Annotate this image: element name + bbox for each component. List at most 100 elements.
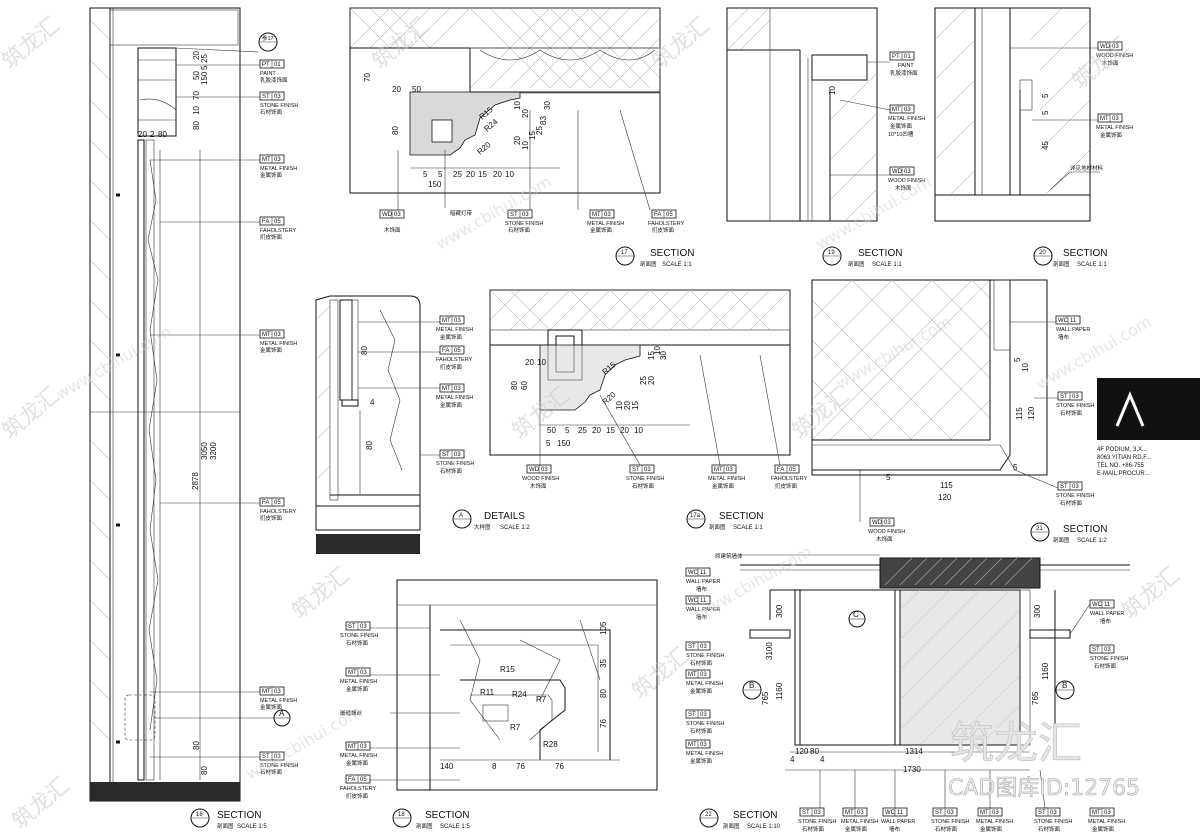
svg-text:MT: MT xyxy=(262,689,271,695)
svg-text:筑龙汇: 筑龙汇 xyxy=(288,563,355,625)
svg-text:35: 35 xyxy=(599,659,608,668)
svg-text:15: 15 xyxy=(528,131,537,140)
svg-text:25: 25 xyxy=(639,376,648,385)
svg-text:A: A xyxy=(459,513,463,519)
svg-text:1160: 1160 xyxy=(775,682,784,700)
detail-22-dimensions: C B B 300 300 3100 1160 1160 765 765 120… xyxy=(749,604,1067,774)
svg-text:03: 03 xyxy=(1072,484,1079,490)
svg-text:5: 5 xyxy=(1013,463,1018,472)
svg-text:03: 03 xyxy=(947,810,954,816)
svg-text:8063 YITIAN RD,F...: 8063 YITIAN RD,F... xyxy=(1097,455,1152,461)
detail-title-18: 18 SECTION 剖面图 SCALE 1:5 xyxy=(392,808,470,830)
svg-text:03: 03 xyxy=(814,810,821,816)
callout-b-left: B xyxy=(749,681,754,690)
svg-text:03: 03 xyxy=(1112,116,1119,122)
svg-text:03: 03 xyxy=(274,157,281,163)
svg-text:ST: ST xyxy=(935,810,943,816)
svg-text:120: 120 xyxy=(938,493,952,502)
svg-text:METAL FINISH: METAL FINISH xyxy=(888,116,925,122)
dim-d16-2: 25 xyxy=(200,54,209,63)
svg-text:5: 5 xyxy=(546,439,551,448)
svg-text:金属饰面: 金属饰面 xyxy=(845,825,868,833)
svg-text:STONE FINISH: STONE FINISH xyxy=(626,476,664,482)
svg-text:金属饰面: 金属饰面 xyxy=(590,226,613,234)
svg-text:大样图: 大样图 xyxy=(474,523,491,531)
svg-text:21: 21 xyxy=(1036,526,1043,532)
svg-text:金属饰面: 金属饰面 xyxy=(690,757,713,765)
svg-text:FAHOLSTERY: FAHOLSTERY xyxy=(648,221,685,227)
svg-text:05: 05 xyxy=(274,500,281,506)
svg-text:WC: WC xyxy=(885,810,896,816)
svg-text:03: 03 xyxy=(522,212,529,218)
svg-text:石材饰面: 石材饰面 xyxy=(260,768,283,776)
svg-text:ST: ST xyxy=(688,712,696,718)
svg-text:MT: MT xyxy=(688,742,697,748)
svg-text:ST: ST xyxy=(688,644,696,650)
dim-d16-3: 5 xyxy=(200,65,209,70)
svg-text:03: 03 xyxy=(1104,647,1111,653)
svg-text:20: 20 xyxy=(466,170,475,179)
svg-text:115: 115 xyxy=(1015,407,1024,420)
svg-text:03: 03 xyxy=(884,520,891,526)
svg-text:SECTION: SECTION xyxy=(1063,248,1107,259)
svg-text:TEL NO. +86-755: TEL NO. +86-755 xyxy=(1097,463,1145,469)
svg-text:03: 03 xyxy=(700,644,707,650)
svg-text:80: 80 xyxy=(599,689,608,698)
svg-text:SCALE 1:1: SCALE 1:1 xyxy=(662,262,692,268)
svg-text:WOOD FINISH: WOOD FINISH xyxy=(888,178,925,184)
svg-text:SECTION: SECTION xyxy=(425,810,469,821)
dim-d16-4: 70 xyxy=(192,91,201,100)
dim-d16-5: 150 xyxy=(200,71,209,85)
svg-text:300: 300 xyxy=(1033,604,1042,618)
detail-16-callouts: 参17 A xyxy=(155,32,291,727)
detail-19-dimensions: 10 xyxy=(828,86,837,95)
svg-text:03: 03 xyxy=(1112,44,1119,50)
svg-text:45: 45 xyxy=(1041,141,1050,150)
svg-text:木饰面: 木饰面 xyxy=(1102,59,1119,67)
svg-text:150: 150 xyxy=(428,180,442,189)
svg-text:WOOD FINISH: WOOD FINISH xyxy=(1096,53,1133,59)
dim-d16-11: 2878 xyxy=(191,472,200,490)
detail-17-drawing xyxy=(349,7,661,194)
svg-text:ST: ST xyxy=(1060,394,1068,400)
svg-text:76: 76 xyxy=(599,719,608,728)
svg-text:石材饰面: 石材饰面 xyxy=(1060,409,1083,417)
svg-text:83: 83 xyxy=(539,116,548,125)
svg-text:03: 03 xyxy=(1072,394,1079,400)
svg-text:STONE FINISH: STONE FINISH xyxy=(436,461,474,467)
svg-text:石材饰面: 石材饰面 xyxy=(632,482,655,490)
svg-text:扪皮饰面: 扪皮饰面 xyxy=(652,226,675,234)
svg-text:15: 15 xyxy=(647,351,656,360)
svg-text:17a: 17a xyxy=(690,513,701,519)
svg-text:5: 5 xyxy=(1013,357,1022,362)
svg-text:PAINT: PAINT xyxy=(260,71,276,77)
detail-20-drawing xyxy=(934,7,1091,222)
callout-a-d16: A xyxy=(279,709,285,718)
svg-text:石材饰面: 石材饰面 xyxy=(260,108,283,116)
svg-text:05: 05 xyxy=(789,467,796,473)
svg-text:MT: MT xyxy=(1092,810,1101,816)
svg-text:15: 15 xyxy=(631,401,640,410)
detail-title-20: 20 SECTION 剖面图 SCALE 1:1 xyxy=(1033,246,1107,268)
svg-text:SCALE 1:5: SCALE 1:5 xyxy=(237,824,267,830)
svg-text:03: 03 xyxy=(700,672,707,678)
svg-text:70: 70 xyxy=(363,73,372,82)
svg-text:ST: ST xyxy=(802,810,810,816)
svg-text:石材饰面: 石材饰面 xyxy=(1038,825,1061,833)
dim-d16-9: 2 xyxy=(150,130,155,139)
svg-text:MT: MT xyxy=(845,810,854,816)
svg-text:05: 05 xyxy=(360,777,367,783)
svg-text:金属饰面: 金属饰面 xyxy=(712,482,735,490)
svg-text:WD: WD xyxy=(529,467,540,473)
svg-text:PT: PT xyxy=(892,54,900,60)
svg-text:木饰面: 木饰面 xyxy=(530,482,547,490)
svg-text:ST: ST xyxy=(1092,647,1100,653)
svg-text:METAL FINISH: METAL FINISH xyxy=(1096,125,1133,131)
svg-text:ST: ST xyxy=(1060,484,1068,490)
svg-text:墙布: 墙布 xyxy=(1100,617,1112,625)
svg-text:25: 25 xyxy=(578,426,587,435)
svg-text:METAL FINISH: METAL FINISH xyxy=(260,698,297,704)
svg-text:4: 4 xyxy=(370,398,375,407)
svg-text:金属饰面: 金属饰面 xyxy=(1100,131,1123,139)
svg-text:石材饰面: 石材饰面 xyxy=(935,825,958,833)
